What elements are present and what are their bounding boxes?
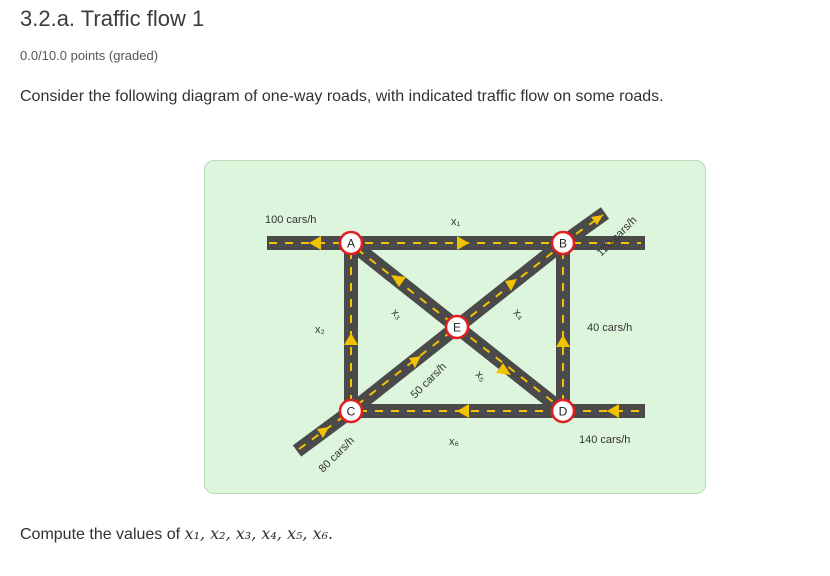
diagram-panel: A B C D E 100 cars/h 120 cars/h 40 cars/…: [204, 160, 706, 494]
arrow-d-e: [496, 363, 511, 375]
page-title: 3.2.a. Traffic flow 1: [20, 6, 205, 31]
arrow-e-a: [391, 275, 406, 287]
arrow-in-top-left: [309, 236, 321, 250]
arrow-out-bottom-right: [607, 404, 619, 418]
node-d-label: D: [559, 405, 568, 419]
label-x6: x₆: [449, 436, 459, 448]
node-b-label: B: [559, 237, 567, 251]
label-flow-right-bd: 40 cars/h: [587, 322, 632, 334]
node-e-label: E: [453, 321, 461, 335]
traffic-diagram: A B C D E 100 cars/h 120 cars/h 40 cars/…: [265, 207, 645, 475]
compute-variables: x₁, x₂, x₃, x₄, x₅, x₆.: [184, 524, 334, 543]
arrow-in-bottom-left: [317, 427, 329, 438]
points-status: 0.0/10.0 points (graded): [20, 48, 159, 63]
flow-arrows: [309, 215, 619, 438]
node-d: D: [550, 398, 576, 424]
node-e: E: [444, 314, 470, 340]
label-x2: x₂: [315, 324, 325, 336]
node-c-label: C: [347, 405, 356, 419]
arrow-e-b: [505, 279, 517, 291]
label-flow-out-bottom-right: 140 cars/h: [579, 434, 630, 446]
arrow-c-e: [409, 356, 421, 368]
arrow-d-c: [457, 404, 469, 418]
label-flow-in-top-left: 100 cars/h: [265, 214, 316, 226]
arrow-c-a: [344, 333, 358, 345]
label-x3: x₃: [389, 307, 405, 323]
node-c: C: [338, 398, 364, 424]
lane-dashes: [269, 214, 643, 450]
arrow-d-b: [556, 335, 570, 347]
node-a-label: A: [347, 237, 355, 251]
label-x5: x₅: [473, 369, 489, 385]
label-x4: x₄: [511, 307, 527, 323]
label-x1: x₁: [451, 216, 461, 228]
question-text: Consider the following diagram of one-wa…: [20, 88, 664, 105]
arrow-a-b: [457, 236, 469, 250]
label-flow-in-bottom-left: 80 cars/h: [317, 435, 357, 475]
arrow-b-exit: [591, 215, 603, 225]
node-b: B: [550, 230, 576, 256]
compute-prefix: Compute the values of: [20, 526, 185, 543]
node-a: A: [338, 230, 364, 256]
compute-instruction: Compute the values of x₁, x₂, x₃, x₄, x₅…: [20, 524, 333, 544]
